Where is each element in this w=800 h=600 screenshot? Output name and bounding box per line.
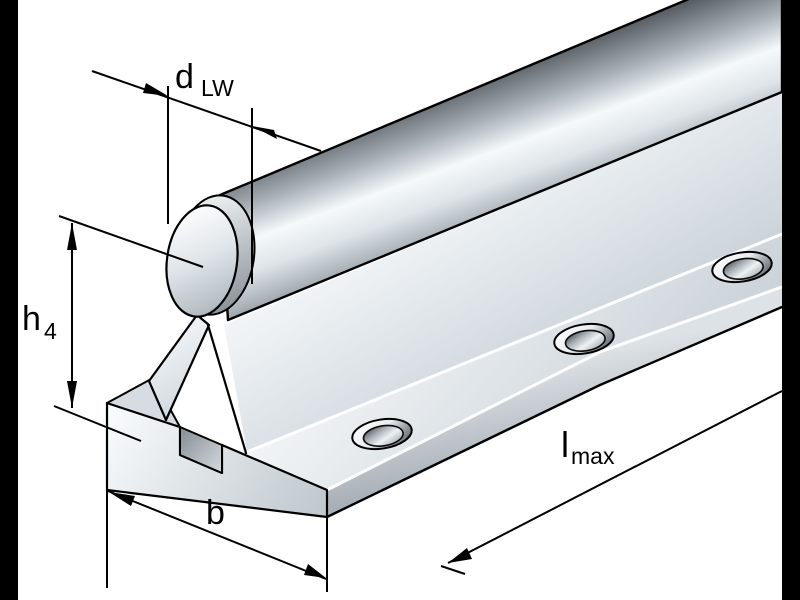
mounting-hole [553,322,615,356]
rail-end-face [105,313,329,519]
mounting-hole [351,417,413,451]
left-frame-bar [0,0,18,600]
mounting-holes [351,250,773,451]
dimension-base-width [106,488,328,592]
dimension-shaft-diameter [91,70,322,284]
label-shaft-diameter: d [175,58,194,96]
support-web-face [206,92,783,455]
shaft [165,0,784,322]
rail-end-groove [179,426,223,474]
label-max-length-sub: max [571,443,615,469]
dimension-labels: d LW h 4 b l max [22,58,615,532]
dimension-center-height [53,215,204,442]
shaft-end-face [165,204,239,318]
label-max-length: l [561,424,569,465]
dimension-max-length [440,390,783,575]
label-center-height-sub: 4 [44,318,57,344]
mounting-hole [711,250,773,284]
rail-base-front-face [325,287,784,519]
right-frame-bar [782,0,800,600]
label-shaft-diameter-sub: LW [201,75,234,101]
label-base-width: b [206,494,225,532]
label-center-height: h [22,300,41,338]
